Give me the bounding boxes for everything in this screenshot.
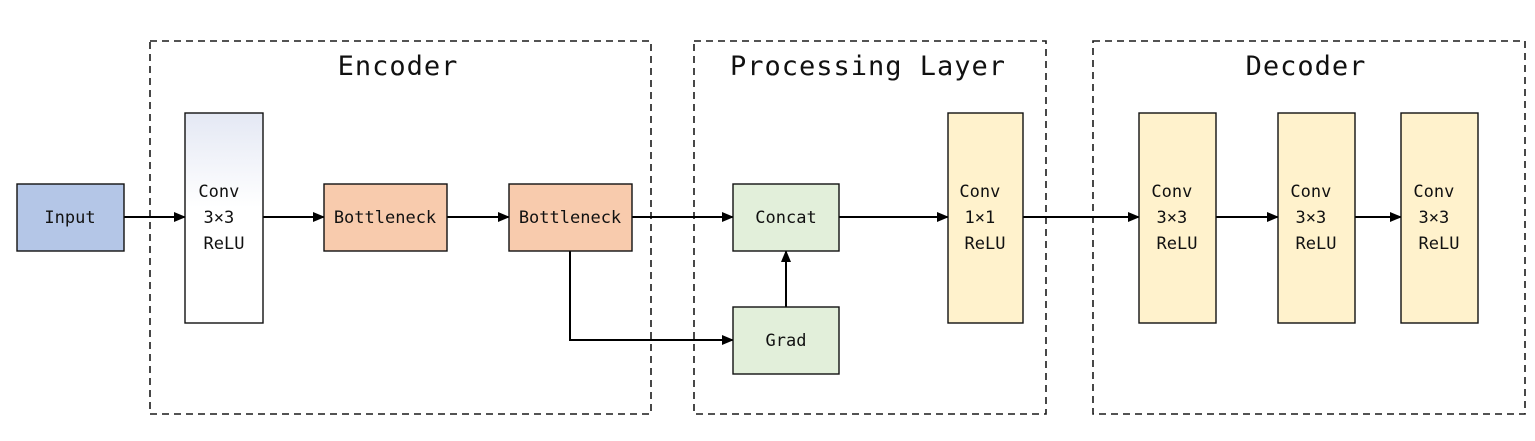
node-decoder-conv-1-line: Conv (1151, 182, 1192, 202)
node-decoder-conv-2-line: 3×3 (1296, 208, 1327, 228)
node-decoder-conv-3-line: 3×3 (1419, 208, 1450, 228)
node-processing-conv-label: Conv 1×1 ReLU (959, 182, 1010, 254)
node-processing-conv-box (947, 112, 1024, 324)
node-encoder-conv-line: Conv (198, 182, 239, 202)
node-input: Input (16, 183, 125, 252)
node-encoder-conv-box (184, 112, 264, 324)
node-encoder-conv-line: ReLU (204, 234, 245, 254)
node-bottleneck-2-label: Bottleneck (519, 208, 621, 228)
edge-bottleneck2-to-grad (569, 251, 734, 345)
node-processing-conv-line: Conv (959, 182, 1000, 202)
node-decoder-conv-2-line: Conv (1290, 182, 1331, 202)
node-input-label: Input (44, 208, 95, 228)
node-bottleneck-1: Bottleneck (323, 183, 448, 252)
node-bottleneck-2: Bottleneck (508, 183, 633, 252)
node-input-line: Input (44, 208, 95, 228)
node-decoder-conv-3-box (1400, 112, 1479, 324)
node-processing-conv-line: 1×1 (965, 208, 996, 228)
node-decoder-conv-3: Conv 3×3 ReLU (1400, 112, 1479, 324)
node-bottleneck-1-box (323, 183, 448, 252)
encoder-title: Encoder (338, 51, 459, 82)
node-bottleneck-2-box (508, 183, 633, 252)
node-encoder-conv: Conv 3×3 ReLU (184, 112, 264, 324)
node-processing-conv: Conv 1×1 ReLU (947, 112, 1024, 324)
processing-layer-group: Processing Layer (693, 40, 1047, 415)
node-bottleneck-1-line: Bottleneck (334, 208, 436, 228)
node-encoder-conv-line: 3×3 (204, 208, 235, 228)
node-input-box (16, 183, 125, 252)
processing-layer-frame (693, 40, 1047, 415)
node-concat: Concat (732, 183, 840, 252)
decoder-title: Decoder (1246, 51, 1367, 82)
node-decoder-conv-1-box (1138, 112, 1217, 324)
node-decoder-conv-1-line: ReLU (1157, 234, 1198, 254)
node-grad: Grad (732, 306, 840, 375)
node-decoder-conv-1: Conv 3×3 ReLU (1138, 112, 1217, 324)
node-decoder-conv-3-label: Conv 3×3 ReLU (1413, 182, 1464, 254)
node-decoder-conv-2-line: ReLU (1296, 234, 1337, 254)
node-concat-line: Concat (755, 208, 816, 228)
encoder-frame (149, 40, 652, 415)
node-decoder-conv-1-line: 3×3 (1157, 208, 1188, 228)
node-bottleneck-2-line: Bottleneck (519, 208, 621, 228)
decoder-group: Decoder (1092, 40, 1526, 415)
node-grad-line: Grad (766, 331, 807, 351)
node-decoder-conv-2-label: Conv 3×3 ReLU (1290, 182, 1341, 254)
node-decoder-conv-2-box (1277, 112, 1356, 324)
edge-layer (124, 212, 1402, 345)
node-grad-label: Grad (766, 331, 807, 351)
node-decoder-conv-1-label: Conv 3×3 ReLU (1151, 182, 1202, 254)
processing-layer-title: Processing Layer (730, 51, 1006, 82)
node-decoder-conv-3-line: ReLU (1419, 234, 1460, 254)
encoder-group: Encoder (149, 40, 652, 415)
node-bottleneck-1-label: Bottleneck (334, 208, 436, 228)
node-decoder-conv-2: Conv 3×3 ReLU (1277, 112, 1356, 324)
node-concat-box (732, 183, 840, 252)
node-processing-conv-line: ReLU (965, 234, 1006, 254)
node-encoder-conv-label: Conv 3×3 ReLU (198, 182, 249, 254)
node-grad-box (732, 306, 840, 375)
decoder-frame (1092, 40, 1526, 415)
node-concat-label: Concat (755, 208, 816, 228)
node-decoder-conv-3-line: Conv (1413, 182, 1454, 202)
